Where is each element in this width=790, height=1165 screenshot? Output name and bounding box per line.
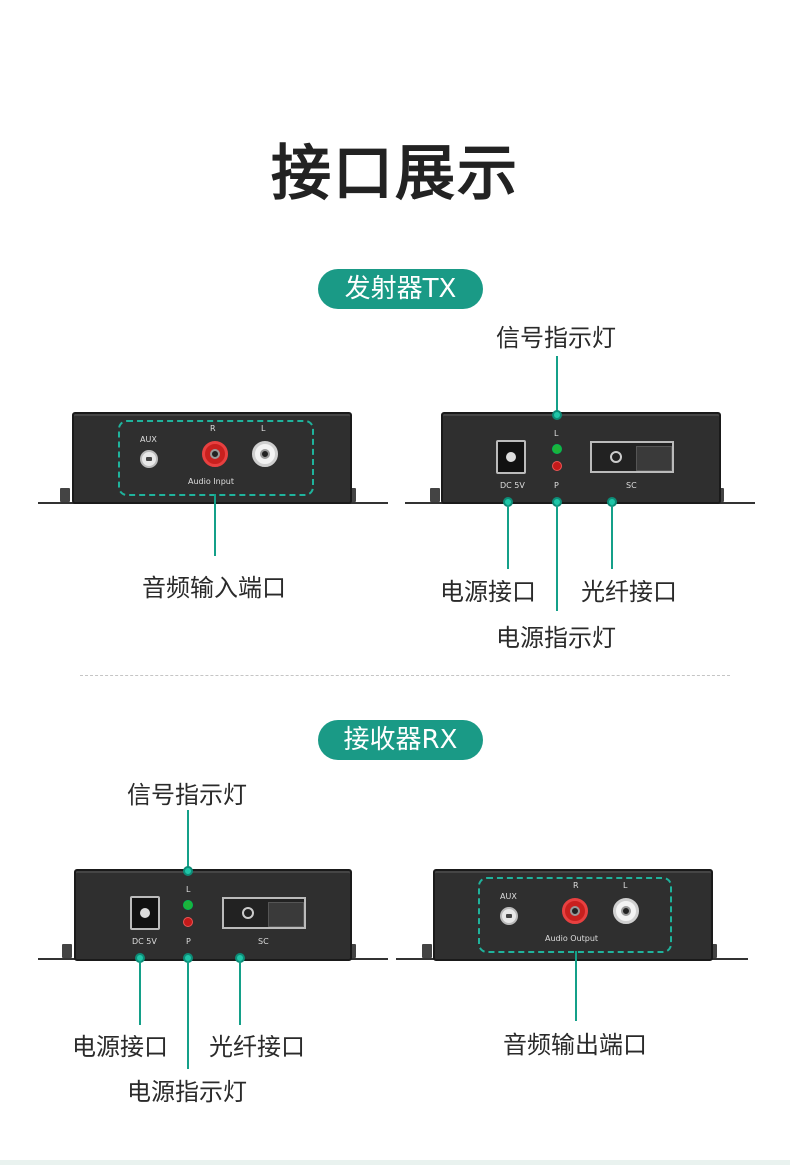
dc-label: DC 5V — [500, 481, 525, 490]
callout-line — [556, 356, 558, 414]
dc-power-jack — [496, 440, 526, 474]
callout-line — [239, 961, 241, 1025]
mount-tab — [422, 944, 432, 958]
rca-left-jack — [252, 441, 278, 467]
power-port-callout: 电源接口 — [440, 578, 536, 606]
callout-line — [139, 961, 141, 1025]
mount-tab — [430, 488, 440, 502]
audio-input-group — [118, 420, 314, 496]
rx-section-badge: 接收器RX — [318, 720, 483, 760]
signal-led — [552, 444, 562, 454]
tx-fiber-device — [441, 412, 721, 504]
r-label: R — [573, 881, 579, 890]
power-led-callout: 电源指示灯 — [127, 1078, 247, 1106]
sc-fiber-port — [590, 441, 674, 473]
section-divider — [80, 675, 730, 676]
led-l-label: L — [186, 885, 191, 894]
led-p-label: P — [554, 481, 559, 490]
callout-dot — [552, 410, 562, 420]
audio-output-callout: 音频输出端口 — [503, 1031, 647, 1059]
sc-label: SC — [626, 481, 637, 490]
power-led — [552, 461, 562, 471]
aux-label: AUX — [500, 892, 517, 901]
callout-line — [575, 951, 577, 1021]
dc-label: DC 5V — [132, 937, 157, 946]
callout-line — [214, 494, 216, 556]
rca-right-jack — [562, 898, 588, 924]
callout-line — [611, 505, 613, 569]
rx-fiber-device — [74, 869, 352, 961]
led-l-label: L — [554, 429, 559, 438]
callout-line — [507, 505, 509, 569]
signal-led-callout: 信号指示灯 — [496, 324, 616, 352]
callout-line — [187, 961, 189, 1069]
bottom-bar — [0, 1160, 790, 1165]
dc-power-jack — [130, 896, 160, 930]
power-led — [183, 917, 193, 927]
led-p-label: P — [186, 937, 191, 946]
tx-section-badge: 发射器TX — [318, 269, 483, 309]
audio-input-callout: 音频输入端口 — [142, 574, 286, 602]
callout-line — [187, 810, 189, 870]
l-label: L — [623, 881, 628, 890]
callout-line — [556, 505, 558, 611]
sc-fiber-port — [222, 897, 306, 929]
callout-dot — [183, 866, 193, 876]
power-led-callout: 电源指示灯 — [496, 624, 616, 652]
mount-tab — [60, 488, 70, 502]
rca-left-jack — [613, 898, 639, 924]
audio-input-label: Audio Input — [188, 477, 234, 486]
l-label: L — [261, 424, 266, 433]
mount-tab — [62, 944, 72, 958]
aux-jack — [140, 450, 158, 468]
sc-label: SC — [258, 937, 269, 946]
signal-led — [183, 900, 193, 910]
audio-output-label: Audio Output — [545, 934, 599, 943]
aux-jack — [500, 907, 518, 925]
signal-led-callout: 信号指示灯 — [127, 781, 247, 809]
rca-right-jack — [202, 441, 228, 467]
r-label: R — [210, 424, 216, 433]
page-title: 接口展示 — [271, 139, 519, 209]
aux-label: AUX — [140, 435, 157, 444]
fiber-port-callout: 光纤接口 — [581, 578, 677, 606]
fiber-port-callout: 光纤接口 — [209, 1033, 305, 1061]
power-port-callout: 电源接口 — [72, 1033, 168, 1061]
